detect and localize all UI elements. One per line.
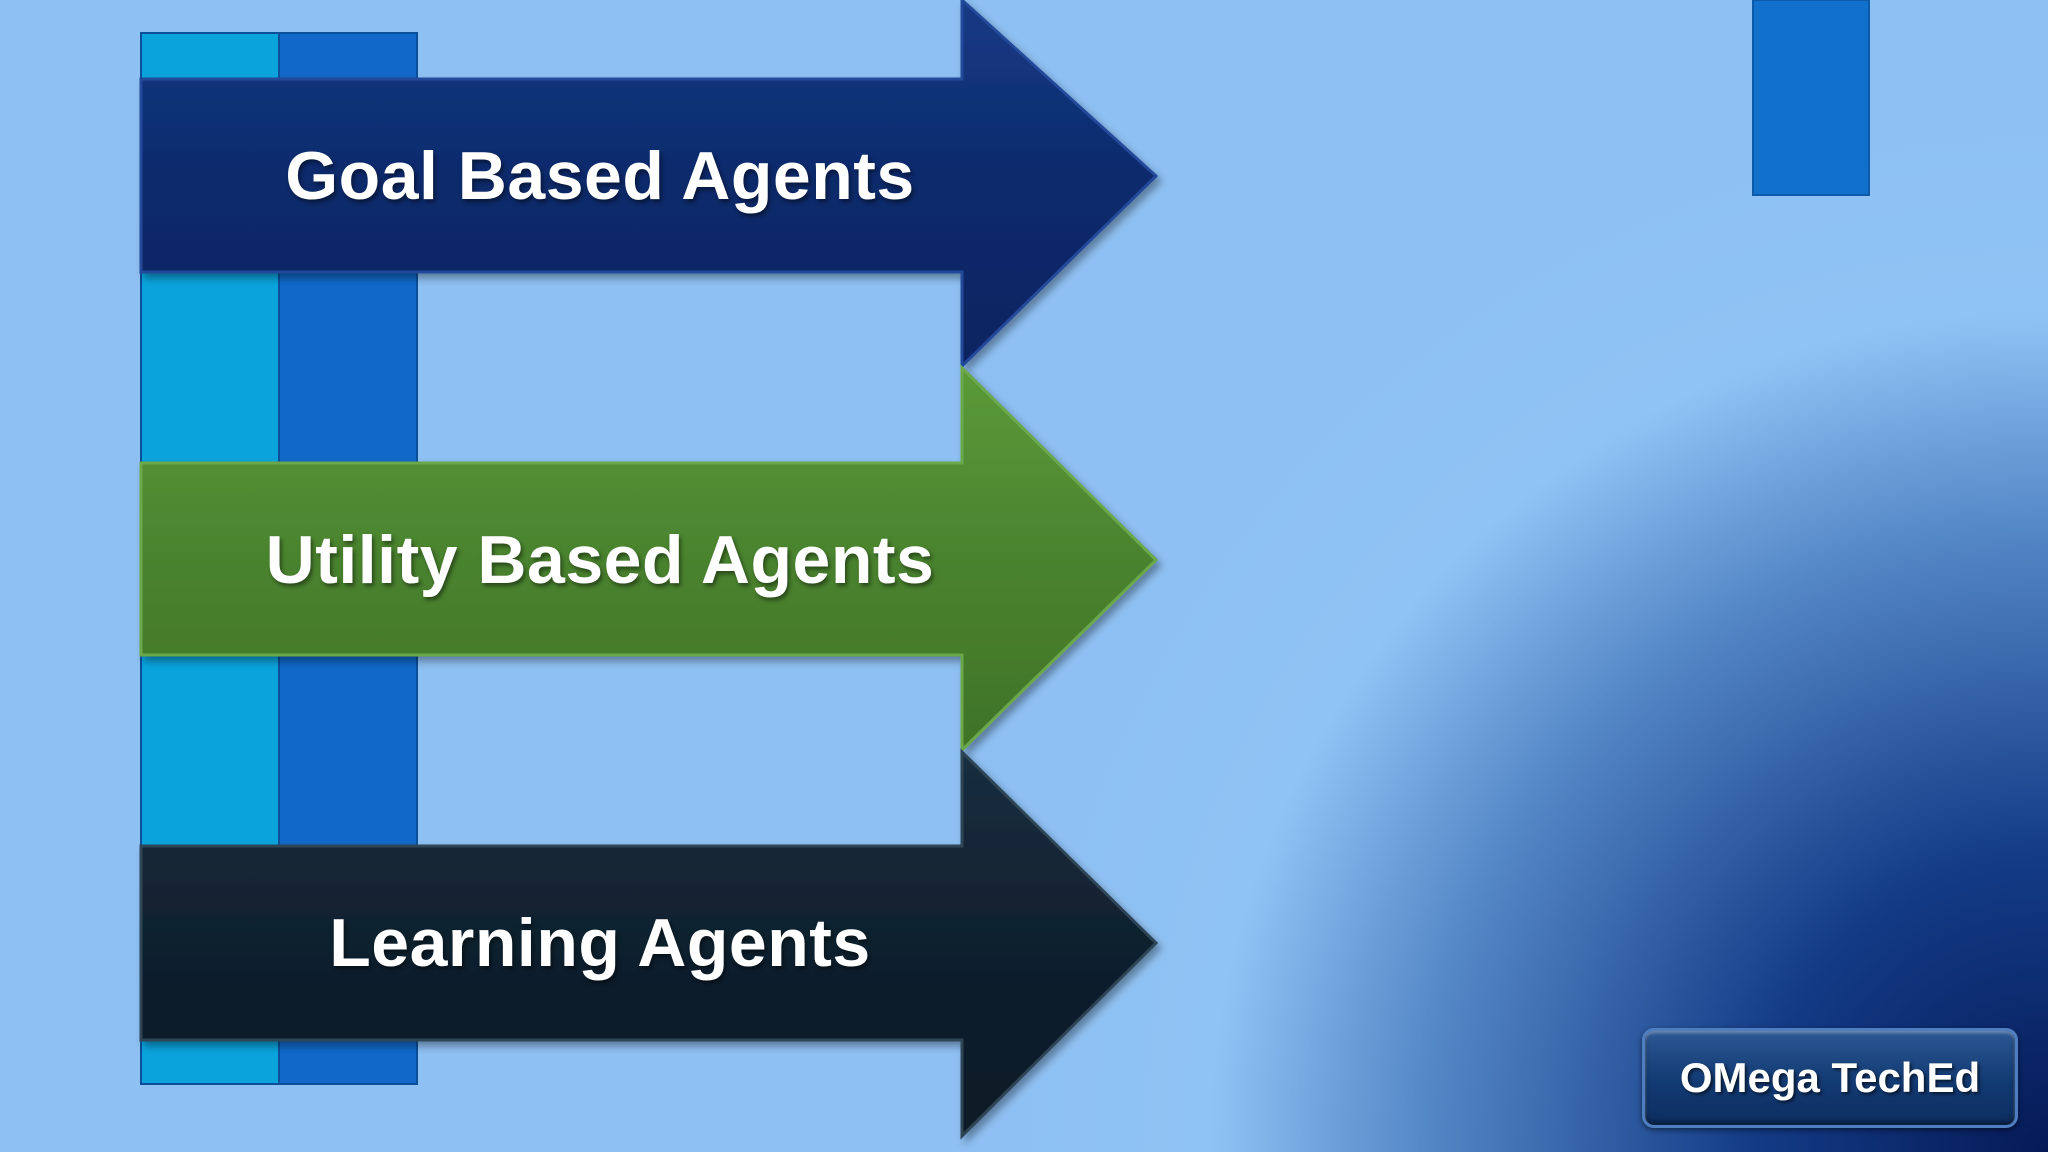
arrow-goal-based-agents [139, 0, 1159, 370]
arrow-label-goal-based-agents: Goal Based Agents [285, 138, 915, 214]
arrow-learning-agents [139, 748, 1159, 1140]
arrow-label-utility-based-agents: Utility Based Agents [265, 522, 935, 598]
omega-teched-logo: OMega TechEd [1642, 1028, 2018, 1128]
arrow-label-learning-agents: Learning Agents [329, 905, 871, 981]
corner-block [1752, 0, 1870, 196]
logo-text: OMega TechEd [1679, 1054, 1981, 1101]
arrow-utility-based-agents [139, 364, 1159, 754]
